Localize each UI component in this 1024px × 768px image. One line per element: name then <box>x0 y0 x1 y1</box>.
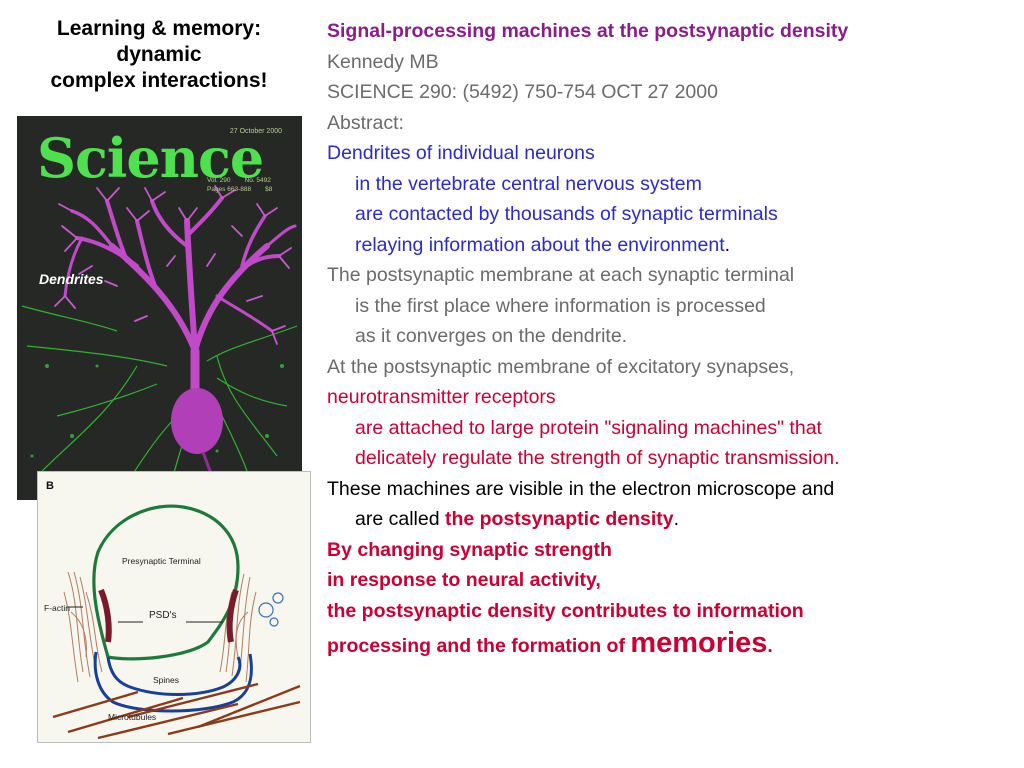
abstract-line-period: . <box>724 233 731 256</box>
synapse-diagram: B Presynaptic Terminal PSD's F-actin Spi… <box>37 471 311 743</box>
heading-line: complex interactions! <box>50 69 268 92</box>
psd-left <box>98 588 112 643</box>
cover-caption: Dendrites <box>39 271 104 287</box>
psd-right <box>226 589 239 643</box>
abstract-line: delicately regulate the strength of syna… <box>355 447 840 469</box>
heading-line: dynamic <box>116 43 202 66</box>
spine-outline-inner <box>106 656 242 696</box>
abstract-line: in the vertebrate central nervous system <box>355 172 702 195</box>
abstract-line: These machines are visible in the electr… <box>327 477 835 500</box>
cover-price: $8 <box>265 186 273 193</box>
abstract-label: Abstract: <box>327 111 404 134</box>
microtubule-lines <box>52 682 301 740</box>
cover-issue-number: No. 5492 <box>244 177 271 184</box>
abstract-line: as it converges on the dendrite. <box>355 325 628 347</box>
synapse-drawing <box>52 504 301 740</box>
conclusion-line: By changing synaptic strength <box>327 538 612 561</box>
postsynaptic-density-highlight: the postsynaptic density <box>444 508 674 530</box>
cover-title: Science <box>37 126 264 190</box>
conclusion-line-text: processing and the formation of <box>327 635 631 657</box>
article-journal-reference: SCIENCE 290: (5492) 750-754 OCT 27 2000 <box>327 81 718 103</box>
heading-line: Learning & memory: <box>56 17 262 40</box>
abstract-line: neurotransmitter receptors <box>327 386 556 408</box>
presynaptic-terminal-label: Presynaptic Terminal <box>122 556 201 566</box>
microtubules-label: Microtubules <box>108 712 157 722</box>
vesicle-circles <box>258 592 284 627</box>
abstract-line: Dendrites of individual neurons <box>327 142 595 164</box>
abstract-line: are attached to large protein "signaling… <box>355 416 822 439</box>
abstract-line: The postsynaptic membrane at each synapt… <box>327 264 795 286</box>
cover-pages: Pages 663-888 <box>207 186 252 193</box>
cover-date: 27 October 2000 <box>229 128 282 135</box>
abstract-line-text: relaying information about the environme… <box>355 233 725 256</box>
conclusion-line-period: . <box>767 635 773 657</box>
memories-emphasis: memories <box>630 627 768 659</box>
spines-label: Spines <box>153 675 179 685</box>
neuron-soma <box>171 388 223 454</box>
abstract-line: is the first place where information is … <box>355 294 766 317</box>
slide-heading: Learning & memory: dynamic complex inter… <box>14 16 304 94</box>
abstract-line: are called the postsynaptic density. <box>327 504 1017 535</box>
conclusion-line: the postsynaptic density contributes to … <box>327 599 804 622</box>
factin-label: F-actin <box>44 603 70 613</box>
abstract-line: are contacted by thousands of synaptic t… <box>355 203 778 225</box>
abstract-line-period: . <box>673 508 680 530</box>
presynaptic-terminal-outline <box>92 504 240 661</box>
article-author: Kennedy MB <box>327 50 439 73</box>
conclusion-line: in response to neural activity, <box>327 569 601 591</box>
science-cover-image: Science 27 October 2000 Vol. 290 No. 5492… <box>17 116 302 500</box>
conclusion-line: processing and the formation of memories… <box>327 626 1017 663</box>
cover-volume: Vol. 290 <box>207 177 231 184</box>
psd-label: PSD's <box>149 610 177 621</box>
abstract-text-block: Signal-processing machines at the postsy… <box>327 16 1017 663</box>
abstract-line-text: are called <box>355 508 445 530</box>
abstract-line: At the postsynaptic membrane of excitato… <box>327 355 795 378</box>
article-title: Signal-processing machines at the postsy… <box>327 20 849 42</box>
abstract-line: relaying information about the environme… <box>327 230 1017 261</box>
figure-letter: B <box>46 480 54 492</box>
cover-issue-info: Vol. 290 No. 5492 Pages 663-888 $8 <box>207 176 286 194</box>
